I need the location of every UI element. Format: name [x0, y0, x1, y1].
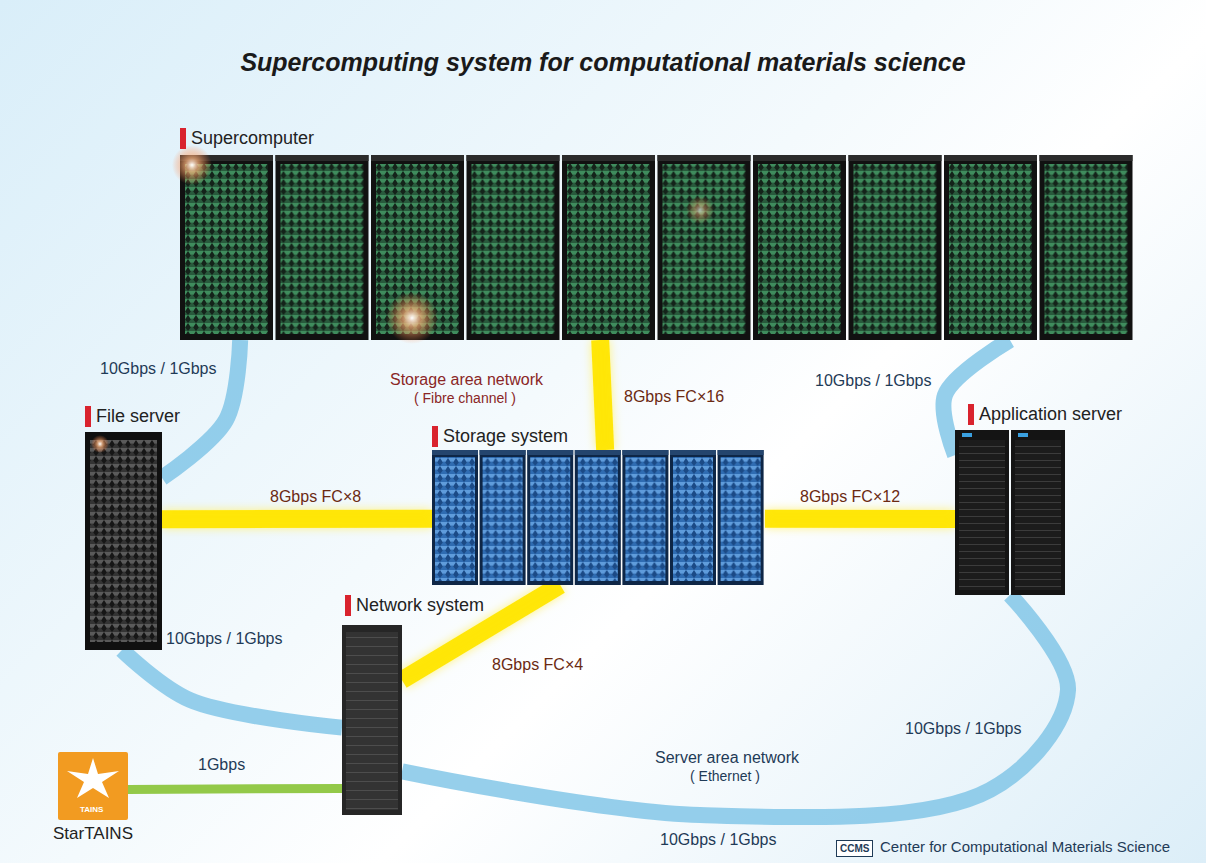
light-glow — [686, 196, 714, 224]
rack — [622, 450, 668, 585]
rack-frame — [342, 625, 402, 815]
organization-name: Center for Computational Materials Scien… — [880, 838, 1170, 856]
rack — [718, 450, 764, 585]
rack-frame — [955, 430, 1009, 595]
file-server-rack — [85, 432, 162, 650]
rack — [753, 155, 846, 340]
network-node: Network system — [342, 625, 402, 815]
link-speed-label: 8Gbps FC×16 — [624, 388, 724, 406]
network-type-label: Storage area network — [390, 370, 543, 389]
light-glow — [172, 145, 212, 185]
supercomputer-node: Supercomputer — [180, 155, 1135, 340]
network-rack — [342, 625, 402, 815]
link-speed-label: 8Gbps FC×8 — [270, 488, 361, 506]
ethernet-link — [128, 788, 342, 789]
rack-face — [959, 440, 1005, 590]
rack — [849, 155, 942, 340]
rack — [467, 155, 560, 340]
rack-frame — [85, 432, 162, 650]
logo-star — [67, 758, 119, 798]
rack — [432, 450, 478, 585]
link-speed-label: 8Gbps FC×4 — [492, 656, 583, 674]
network-type-label: Server area network — [655, 748, 799, 767]
rack — [276, 155, 369, 340]
rack — [670, 450, 716, 585]
rack-frame — [1011, 430, 1065, 595]
fibre-channel-link — [765, 510, 955, 528]
rack-face — [90, 440, 157, 642]
fibre-channel-link — [600, 340, 605, 450]
link-speed-label: 10Gbps / 1Gbps — [660, 830, 777, 849]
rack — [1040, 155, 1133, 340]
application-server-racks — [955, 430, 1065, 595]
file-server-node: File server — [85, 432, 162, 650]
supercomputer-racks — [172, 145, 1133, 344]
storage-racks — [432, 450, 764, 585]
application-server-node: Application server — [955, 430, 1065, 595]
ethernet-link — [122, 650, 342, 728]
node-heading: Supercomputer — [180, 128, 314, 149]
startains-logo — [58, 752, 128, 820]
organization-logo: CCMS — [836, 840, 873, 857]
network-type-note: ( Fibre channel ) — [414, 390, 516, 407]
rack — [575, 450, 621, 585]
node-heading: File server — [85, 406, 180, 427]
node-heading: Storage system — [432, 426, 568, 447]
light-glow — [386, 292, 438, 344]
rack — [562, 155, 655, 340]
link-speed-label: 10Gbps / 1Gbps — [166, 630, 283, 648]
rack — [658, 155, 751, 340]
rack — [944, 155, 1037, 340]
node-heading: Network system — [345, 595, 484, 616]
status-light — [962, 433, 972, 437]
ethernet-link — [402, 595, 1068, 817]
node-heading: Application server — [968, 404, 1122, 425]
link-speed-label: 8Gbps FC×12 — [800, 488, 900, 506]
fibre-channel-link — [162, 510, 432, 528]
logo-square — [58, 752, 128, 820]
link-speed-label: 1Gbps — [198, 756, 245, 774]
network-type-note: ( Ethernet ) — [690, 768, 760, 785]
rack-face — [346, 632, 398, 810]
logo-text: TAINS — [80, 804, 103, 815]
node-heading: StarTAINS — [38, 823, 148, 844]
storage-node: Storage system — [432, 450, 765, 585]
rack — [480, 450, 526, 585]
link-speed-label: 10Gbps / 1Gbps — [905, 720, 1022, 738]
link-speed-label: 10Gbps / 1Gbps — [815, 372, 932, 390]
link-speed-label: 10Gbps / 1Gbps — [100, 360, 217, 378]
rack-face — [1015, 440, 1061, 590]
status-light — [1018, 433, 1028, 437]
rack — [527, 450, 573, 585]
light-glow — [91, 435, 109, 453]
diagram-title: Supercomputing system for computational … — [0, 48, 1206, 77]
